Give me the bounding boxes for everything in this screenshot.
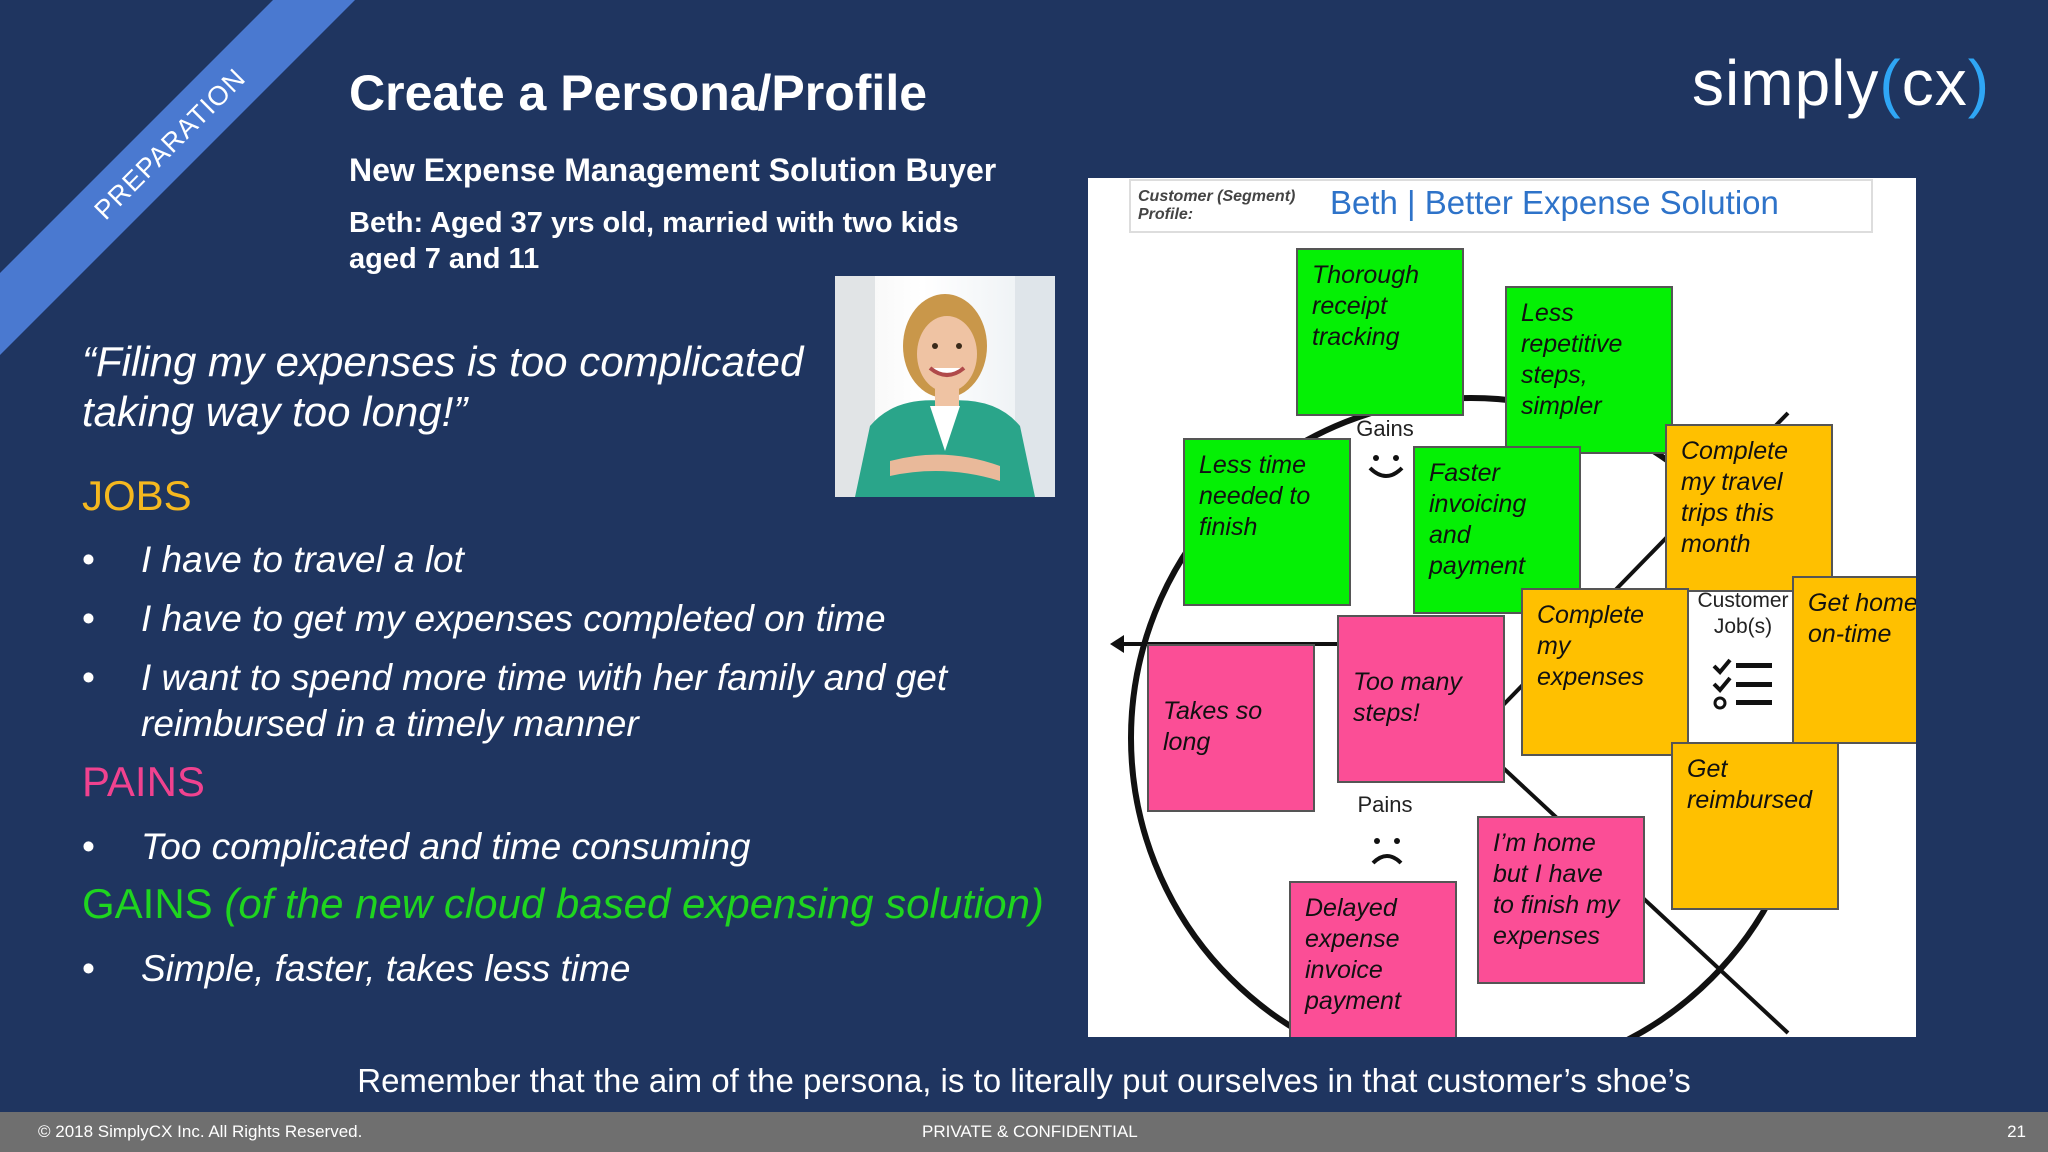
job-note: Get home on-time [1792, 576, 1916, 744]
job-note: Get reimbursed [1671, 742, 1839, 910]
frown-icon [1371, 838, 1403, 865]
persona-photo [835, 276, 1055, 497]
jobs-label: Customer Job(s) [1688, 588, 1798, 640]
checklist-icon [1712, 658, 1772, 710]
bullet-icon: • [82, 598, 95, 639]
pain-note: I’m home but I have to finish my expense… [1477, 816, 1645, 984]
job-note: Complete my expenses [1521, 588, 1689, 756]
gain-note: Less time needed to finish [1183, 438, 1351, 606]
simplycx-logo: simply(cx) [1692, 46, 1990, 120]
persona-quote: “Filing my expenses is too complicated t… [82, 338, 804, 435]
pain-note: Takes so long [1147, 644, 1315, 812]
gains-heading-note: (of the new cloud based expensing soluti… [224, 880, 1044, 927]
jobs-heading: JOBS [82, 472, 192, 519]
bullet-icon: • [82, 657, 95, 698]
slide-title: Create a Persona/Profile [349, 65, 928, 121]
job-item-text: I have to get my expenses completed on t… [141, 598, 886, 639]
footer-confidential: PRIVATE & CONFIDENTIAL [922, 1122, 1138, 1141]
gains-heading: GAINS (of the new cloud based expensing … [82, 880, 1044, 928]
bullet-icon: • [82, 826, 95, 867]
gains-heading-label: GAINS [82, 880, 213, 927]
persona-reminder: Remember that the aim of the persona, is… [357, 1062, 1691, 1099]
pain-note: Too many steps! [1337, 615, 1505, 783]
smiley-icon [1368, 455, 1404, 478]
logo-cx: cx [1901, 47, 1968, 119]
page-number: 21 [2007, 1122, 2026, 1141]
profile-label: Customer (Segment) Profile: [1138, 188, 1296, 223]
footer-copyright: © 2018 SimplyCX Inc. All Rights Reserved… [38, 1122, 363, 1141]
slide-footer: © 2018 SimplyCX Inc. All Rights Reserved… [0, 1112, 2048, 1152]
profile-title: Beth | Better Expense Solution [1330, 184, 1779, 221]
gains-label: Gains [1356, 416, 1414, 441]
preparation-ribbon: PREPARATION [0, 0, 417, 391]
pain-item-text: Too complicated and time consuming [141, 826, 751, 867]
logo-brace-open: ( [1879, 47, 1902, 119]
persona-description: Beth: Aged 37 yrs old, married with two … [349, 207, 959, 275]
pain-note: Delayed expense invoice payment [1289, 881, 1457, 1037]
job-item-text: I have to travel a lot [141, 539, 464, 580]
persona-subtitle: New Expense Management Solution Buyer [349, 152, 997, 188]
logo-word: simply [1692, 47, 1880, 119]
bullet-icon: • [82, 539, 95, 580]
bullet-icon: • [82, 948, 95, 989]
job-item-text: I want to spend more time with her famil… [141, 657, 948, 744]
job-note: Complete my travel trips this month [1665, 424, 1833, 592]
pains-label: Pains [1357, 792, 1413, 817]
gain-note: Faster invoicing and payment [1413, 446, 1581, 614]
gain-note: Less repetitive steps, simpler [1505, 286, 1673, 454]
pains-heading: PAINS [82, 758, 205, 805]
customer-profile-canvas: Customer (Segment) Profile: Beth | Bette… [1088, 178, 1916, 1037]
gain-note: Thorough receipt tracking [1296, 248, 1464, 416]
ribbon-label: PREPARATION [88, 62, 252, 226]
gain-item-text: Simple, faster, takes less time [141, 948, 631, 989]
logo-brace-close: ) [1967, 47, 1990, 119]
